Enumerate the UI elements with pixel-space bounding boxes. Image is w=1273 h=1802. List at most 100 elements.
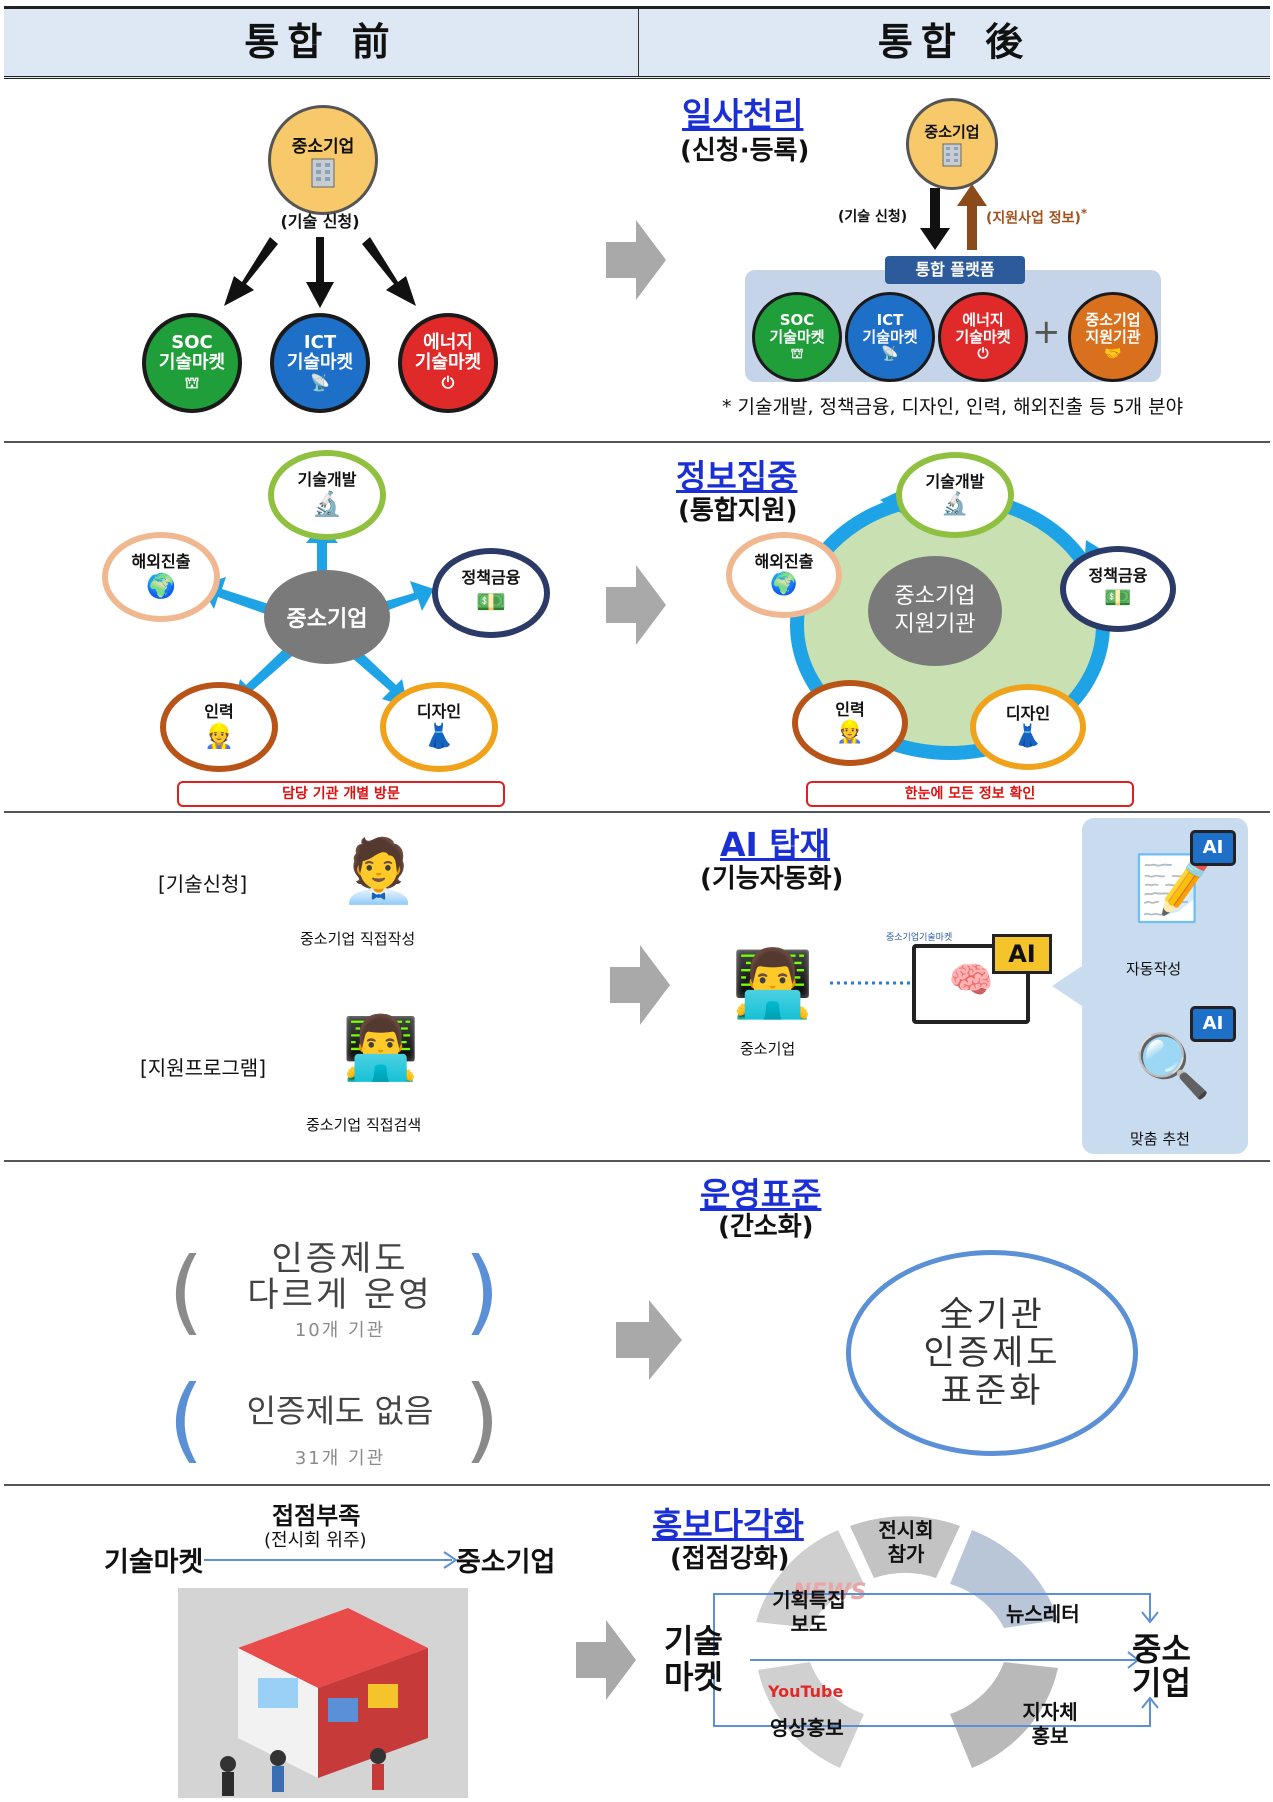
mannequin-icon: 👗 bbox=[1014, 724, 1042, 749]
scientist-icon: 🔬 bbox=[312, 490, 342, 518]
standard-line2: 인증제도 bbox=[923, 1333, 1061, 1373]
segment-feature bbox=[756, 1530, 864, 1628]
satellite-icon: 📡 bbox=[881, 345, 899, 362]
standard-line3: 표준화 bbox=[940, 1371, 1044, 1411]
support-program-label: [지원프로그램] bbox=[140, 1056, 267, 1080]
header-divider bbox=[638, 9, 639, 76]
writing-person-icon: 🧑‍💼 bbox=[340, 834, 418, 907]
tech-apply-label: [기술신청] bbox=[158, 872, 248, 896]
subtitle-info: (통합지원) bbox=[678, 496, 798, 526]
header-before: 통합 前 bbox=[244, 20, 398, 64]
auto-write-caption: 자동작성 bbox=[1126, 960, 1182, 978]
onescreen-box: 한눈에 모든 정보 확인 bbox=[806, 781, 1134, 807]
node-hr-label: 인력 bbox=[204, 702, 234, 721]
money-icon: 💵 bbox=[1104, 586, 1132, 611]
row-divider-4 bbox=[4, 1484, 1270, 1486]
title-standard: 운영표준 bbox=[700, 1175, 822, 1214]
subtitle-onestop: (신청·등록) bbox=[680, 136, 810, 166]
globe-icon: 🌍 bbox=[146, 572, 176, 600]
center-sme-label: 중소기업 bbox=[286, 607, 368, 632]
left-bracket-1: ( bbox=[168, 1238, 204, 1345]
exhibition-booth-image bbox=[178, 1588, 468, 1798]
building-icon bbox=[311, 158, 335, 187]
group2-count: 31개 기관 bbox=[294, 1448, 386, 1469]
workers-icon: 👷 bbox=[204, 722, 234, 750]
cycle-node-hr: 인력👷 bbox=[792, 680, 908, 766]
seg-exhibition-label: 전시회 참가 bbox=[878, 1518, 934, 1566]
down-label: (기술 신청) bbox=[838, 209, 908, 225]
center-agency: 중소기업 지원기관 bbox=[868, 556, 1002, 666]
right-bracket-2: ) bbox=[464, 1366, 500, 1473]
segment-local-gov bbox=[950, 1662, 1058, 1768]
transition-arrow-2 bbox=[606, 565, 666, 645]
platform-label: 통합 플랫폼 bbox=[885, 256, 1025, 284]
seg-feature-label: 기획특집 보도 bbox=[772, 1588, 846, 1636]
group2-line1: 인증제도 없음 bbox=[246, 1392, 434, 1430]
market-ict-right-line1: ICT bbox=[876, 310, 904, 329]
market-soc-right-line1: SOC bbox=[779, 310, 815, 329]
subtitle-standard: (간소화) bbox=[718, 1212, 814, 1242]
row-divider-3 bbox=[4, 1160, 1270, 1162]
transition-arrow-1 bbox=[606, 220, 666, 300]
cycle-node-techdev-label: 기술개발 bbox=[925, 472, 985, 491]
transition-arrow-4 bbox=[616, 1300, 682, 1380]
lack-contact-label: 접점부족 bbox=[272, 1502, 361, 1530]
row-divider-1 bbox=[4, 441, 1270, 443]
market-soc-right-line2: 기술마켓 bbox=[769, 327, 825, 346]
from-market-label: 기술마켓 bbox=[104, 1547, 204, 1578]
title-ai: AI 탑재 bbox=[720, 825, 831, 864]
subtitle-ai: (기능자동화) bbox=[700, 864, 844, 894]
group1-line2: 다르게 운영 bbox=[247, 1275, 433, 1315]
standard-line1: 全기관 bbox=[939, 1295, 1045, 1335]
dotted-connector bbox=[830, 981, 916, 985]
transition-arrow-5 bbox=[576, 1620, 636, 1700]
promo-from-line1: 기술 bbox=[664, 1622, 723, 1660]
handshake-icon: 🤝 bbox=[1104, 345, 1122, 362]
sme-node-right: 중소기업 bbox=[906, 98, 998, 190]
satellite-icon: 📡 bbox=[310, 373, 330, 392]
market-ict-line2: 기술마켓 bbox=[286, 352, 354, 373]
market-ict: ICT 기술마켓 📡 bbox=[270, 313, 370, 413]
tech-apply-caption: (기술 신청) bbox=[280, 212, 360, 231]
title-info: 정보집중 bbox=[676, 457, 798, 496]
node-design-label: 디자인 bbox=[416, 702, 462, 721]
market-soc-line2: 기술마켓 bbox=[158, 352, 226, 373]
plus-icon: + bbox=[1032, 312, 1061, 352]
group1-line1: 인증제도 bbox=[271, 1239, 409, 1279]
cycle-node-design-label: 디자인 bbox=[1005, 704, 1051, 723]
promo-to-line2: 기업 bbox=[1132, 1664, 1191, 1702]
center-sme: 중소기업 bbox=[264, 570, 390, 664]
center-agency-line2: 지원기관 bbox=[894, 612, 976, 637]
ai-feature-panel bbox=[1082, 818, 1248, 1154]
market-soc-right: SOC 기술마켓 ⛫ bbox=[752, 292, 842, 382]
market-ict-right-line2: 기술마켓 bbox=[862, 327, 918, 346]
cycle-node-finance-label: 정책금융 bbox=[1088, 566, 1148, 585]
standard-ellipse: 全기관 인증제도 표준화 bbox=[846, 1250, 1138, 1456]
header-after: 통합 後 bbox=[877, 20, 1032, 64]
money-icon: 💵 bbox=[476, 588, 506, 616]
cycle-node-design: 디자인👗 bbox=[970, 684, 1086, 770]
node-techdev: 기술개발🔬 bbox=[268, 450, 386, 540]
up-label: (지원사업 정보)* bbox=[986, 206, 1087, 228]
callout-pointer bbox=[1052, 966, 1082, 1006]
scientist-icon: 🔬 bbox=[941, 492, 969, 517]
ai-badge: AI bbox=[992, 934, 1052, 974]
promo-from-line2: 마켓 bbox=[664, 1658, 723, 1696]
seg-video-label: 영상홍보 bbox=[770, 1716, 844, 1740]
support-agency-line1: 중소기업 bbox=[1085, 310, 1141, 329]
cycle-node-finance: 정책금융💵 bbox=[1060, 546, 1176, 632]
market-energy-right-line1: 에너지 bbox=[962, 310, 1004, 329]
market-to-sme-arrow bbox=[204, 1551, 458, 1569]
market-soc: SOC 기술마켓 ⛫ bbox=[142, 313, 242, 413]
ai-badge-recommend: AI bbox=[1190, 1006, 1236, 1042]
segment-video bbox=[758, 1662, 864, 1768]
seg-localgov-label: 지자체 홍보 bbox=[1022, 1700, 1078, 1748]
seg-newsletter-label: 뉴스레터 bbox=[1006, 1602, 1080, 1626]
recommend-caption: 맞춤 추천 bbox=[1130, 1130, 1190, 1148]
promo-ring bbox=[756, 1516, 1058, 1768]
booth-illustration-icon bbox=[220, 1608, 428, 1796]
header-bar: 통합 前 통합 後 bbox=[4, 6, 1270, 79]
group1-count: 10개 기관 bbox=[294, 1320, 386, 1341]
fanout-arrows bbox=[224, 237, 416, 308]
tunnel-icon: ⛫ bbox=[790, 345, 804, 362]
